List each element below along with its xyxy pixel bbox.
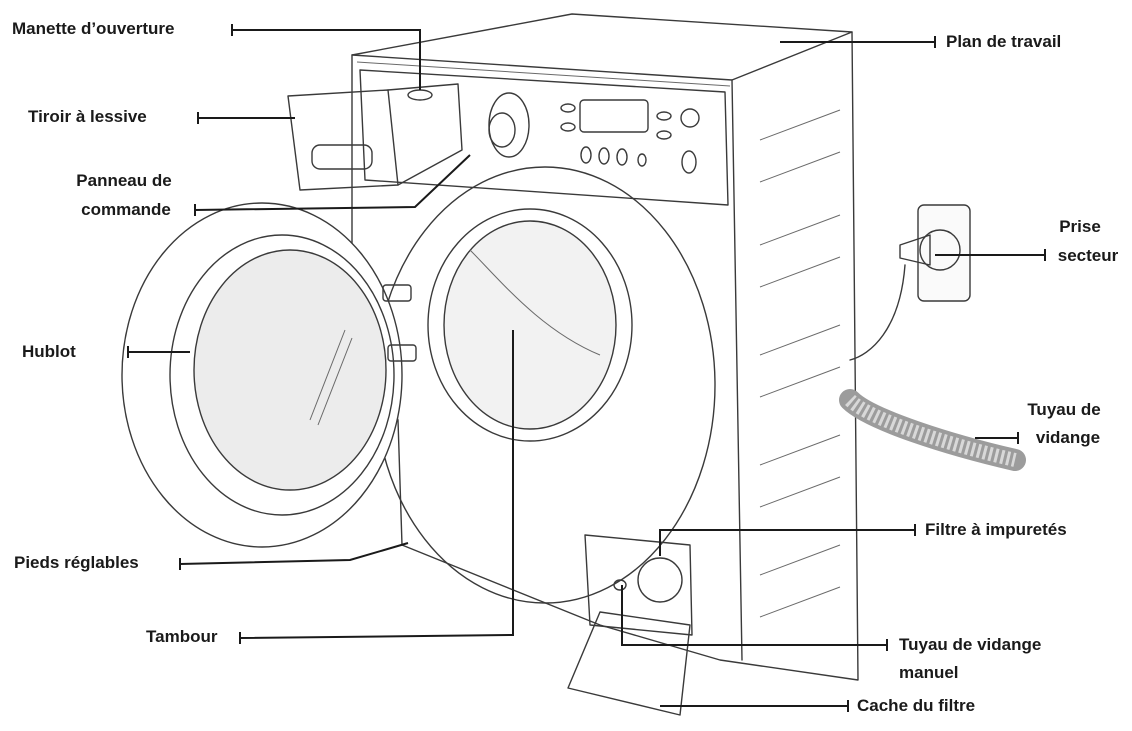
label-tuyau-vidange-1: Tuyau de [1027, 400, 1101, 419]
door-glass [193, 249, 387, 491]
program-knob [488, 92, 530, 158]
label-plan-travail: Plan de travail [946, 32, 1062, 51]
filter-cover [567, 611, 691, 716]
label-panneau-commande-2: commande [81, 200, 171, 219]
label-manette-ouverture: Manette d’ouverture [12, 19, 175, 38]
filter-compartment [584, 534, 693, 636]
filter-cap [637, 557, 683, 603]
label-tambour: Tambour [146, 627, 218, 646]
label-panneau-commande-1: Panneau de [76, 171, 172, 190]
label-filtre-impuretes: Filtre à impuretés [925, 520, 1067, 539]
label-hublot: Hublot [22, 342, 76, 361]
control-panel [359, 69, 729, 206]
label-tiroir-lessive: Tiroir à lessive [28, 107, 147, 126]
top-edge [731, 31, 853, 81]
label-tuyau-vidange-manuel-1: Tuyau de vidange [899, 635, 1042, 654]
label-tuyau-vidange-manuel-2: manuel [899, 663, 959, 682]
label-prise-secteur-2: secteur [1057, 246, 1119, 265]
label-tuyau-vidange-2: vidange [1035, 428, 1101, 447]
label-prise-secteur-1: Prise [1059, 217, 1101, 236]
display-screen [579, 99, 649, 133]
wall-socket [917, 204, 971, 302]
label-pieds-reglables: Pieds réglables [14, 553, 139, 572]
detergent-drawer [287, 89, 399, 191]
drum [443, 220, 617, 430]
label-cache-filtre: Cache du filtre [857, 696, 976, 715]
